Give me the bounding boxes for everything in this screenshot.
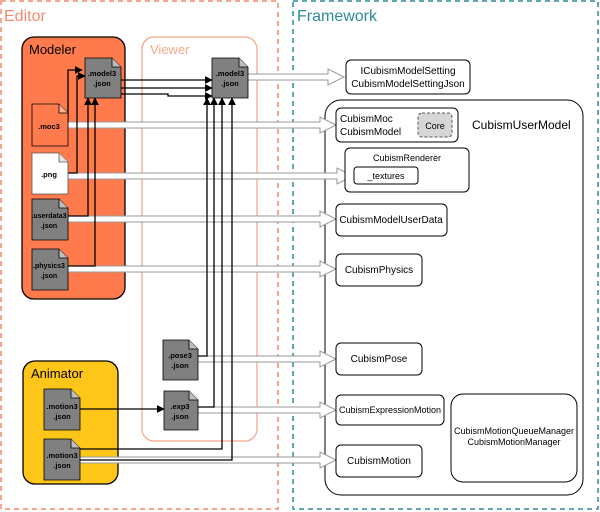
wide-arrow-pose [197, 350, 338, 368]
model-setting-line1: ICubismModelSetting [360, 66, 455, 77]
connector-motion-b-viewer [80, 97, 236, 461]
file-pose3-line1: .pose3 [168, 351, 192, 360]
physics-label: CubismPhysics [345, 265, 413, 276]
file-modeler-model3-line1: .model3 [88, 69, 116, 78]
file-exp3-line1: .exp3 [170, 402, 189, 411]
wide-arrow-physics [67, 260, 338, 278]
connector-exp-viewer [198, 97, 218, 408]
connector-modeler-viewer-3 [120, 92, 213, 100]
motion-manager-line1: CubismMotionQueueManager [454, 426, 574, 436]
motion-box [335, 444, 423, 478]
connector-png-modeler [68, 72, 86, 174]
file-png-label: .png [41, 170, 57, 179]
file-physics3: .physics3 .json [31, 248, 69, 291]
expression-label: CubismExpressionMotion [339, 405, 441, 415]
pose-label: CubismPose [351, 354, 408, 365]
viewer-group-label: Viewer [150, 42, 190, 57]
connector-userdata-modeler [68, 97, 92, 217]
file-motion3-a-line2: .json [53, 412, 71, 421]
file-exp3: .exp3 .json [163, 390, 199, 431]
file-motion3-b-line2: .json [53, 461, 71, 470]
moc-line1: CubismMoc [340, 114, 393, 125]
file-png: .png [31, 152, 69, 195]
editor-region [0, 0, 279, 510]
framework-region [292, 0, 599, 510]
physics-box [335, 253, 423, 287]
renderer-label: CubismRenderer [373, 153, 441, 163]
wide-arrow-moc [67, 116, 338, 134]
file-pose3-line2: .json [171, 361, 189, 370]
wide-arrow-expression [197, 401, 338, 419]
file-modeler-model3: .model3 .json [84, 57, 122, 99]
file-userdata3-line2: .json [41, 223, 57, 230]
file-userdata3: .userdata3 .json [31, 198, 69, 241]
wide-arrow-model-setting [244, 68, 346, 86]
connector-pose-viewer [198, 97, 211, 357]
file-viewer-model3-line1: .model3 [216, 69, 244, 78]
user-data-box [335, 203, 448, 237]
core-box [417, 112, 453, 138]
motion-label: CubismMotion [347, 456, 411, 467]
file-userdata3-line1: .userdata3 [31, 213, 66, 220]
file-motion3-b: .motion3 .json [43, 438, 81, 481]
file-moc3-label: .moc3 [38, 122, 60, 131]
file-physics3-line2: .json [41, 273, 57, 280]
model-setting-box [345, 59, 471, 95]
modeler-group-label: Modeler [29, 42, 77, 57]
connector-lines [67, 66, 236, 461]
file-motion3-a: .motion3 .json [43, 388, 81, 431]
framework-region-label: Framework [297, 8, 378, 25]
expression-box [335, 394, 445, 426]
file-moc3: .moc3 [31, 103, 69, 147]
model-setting-line2: CubismModelSettingJson [351, 79, 464, 90]
connector-moc3-modeler [67, 66, 83, 122]
file-motion3-a-line1: .motion3 [46, 402, 77, 411]
wide-arrow-user-data [67, 210, 338, 228]
file-motion3-b-line1: .motion3 [46, 451, 77, 460]
editor-region-label: Editor [4, 8, 46, 25]
textures-box [353, 166, 419, 185]
motion-manager-box [450, 393, 578, 483]
file-exp3-line2: .json [171, 412, 189, 421]
core-label: Core [425, 121, 445, 131]
pose-box [335, 342, 423, 376]
file-modeler-model3-line2: .json [93, 79, 111, 88]
file-pose3: .pose3 .json [162, 339, 199, 381]
animator-group-label: Animator [31, 366, 84, 381]
textures-label: _textures [366, 171, 405, 181]
file-viewer-model3: .model3 .json [211, 57, 249, 99]
file-viewer-model3-line2: .json [221, 79, 239, 88]
connector-physics-modeler [68, 97, 99, 267]
motion-manager-line2: CubismMotionManager [467, 437, 560, 447]
user-data-label: CubismModelUserData [339, 215, 443, 226]
connector-motion-a-viewer [80, 97, 226, 450]
file-physics3-line1: .physics3 [33, 263, 65, 270]
cubism-user-model-label: CubismUserModel [472, 118, 571, 132]
moc-line2: CubismModel [340, 127, 401, 138]
